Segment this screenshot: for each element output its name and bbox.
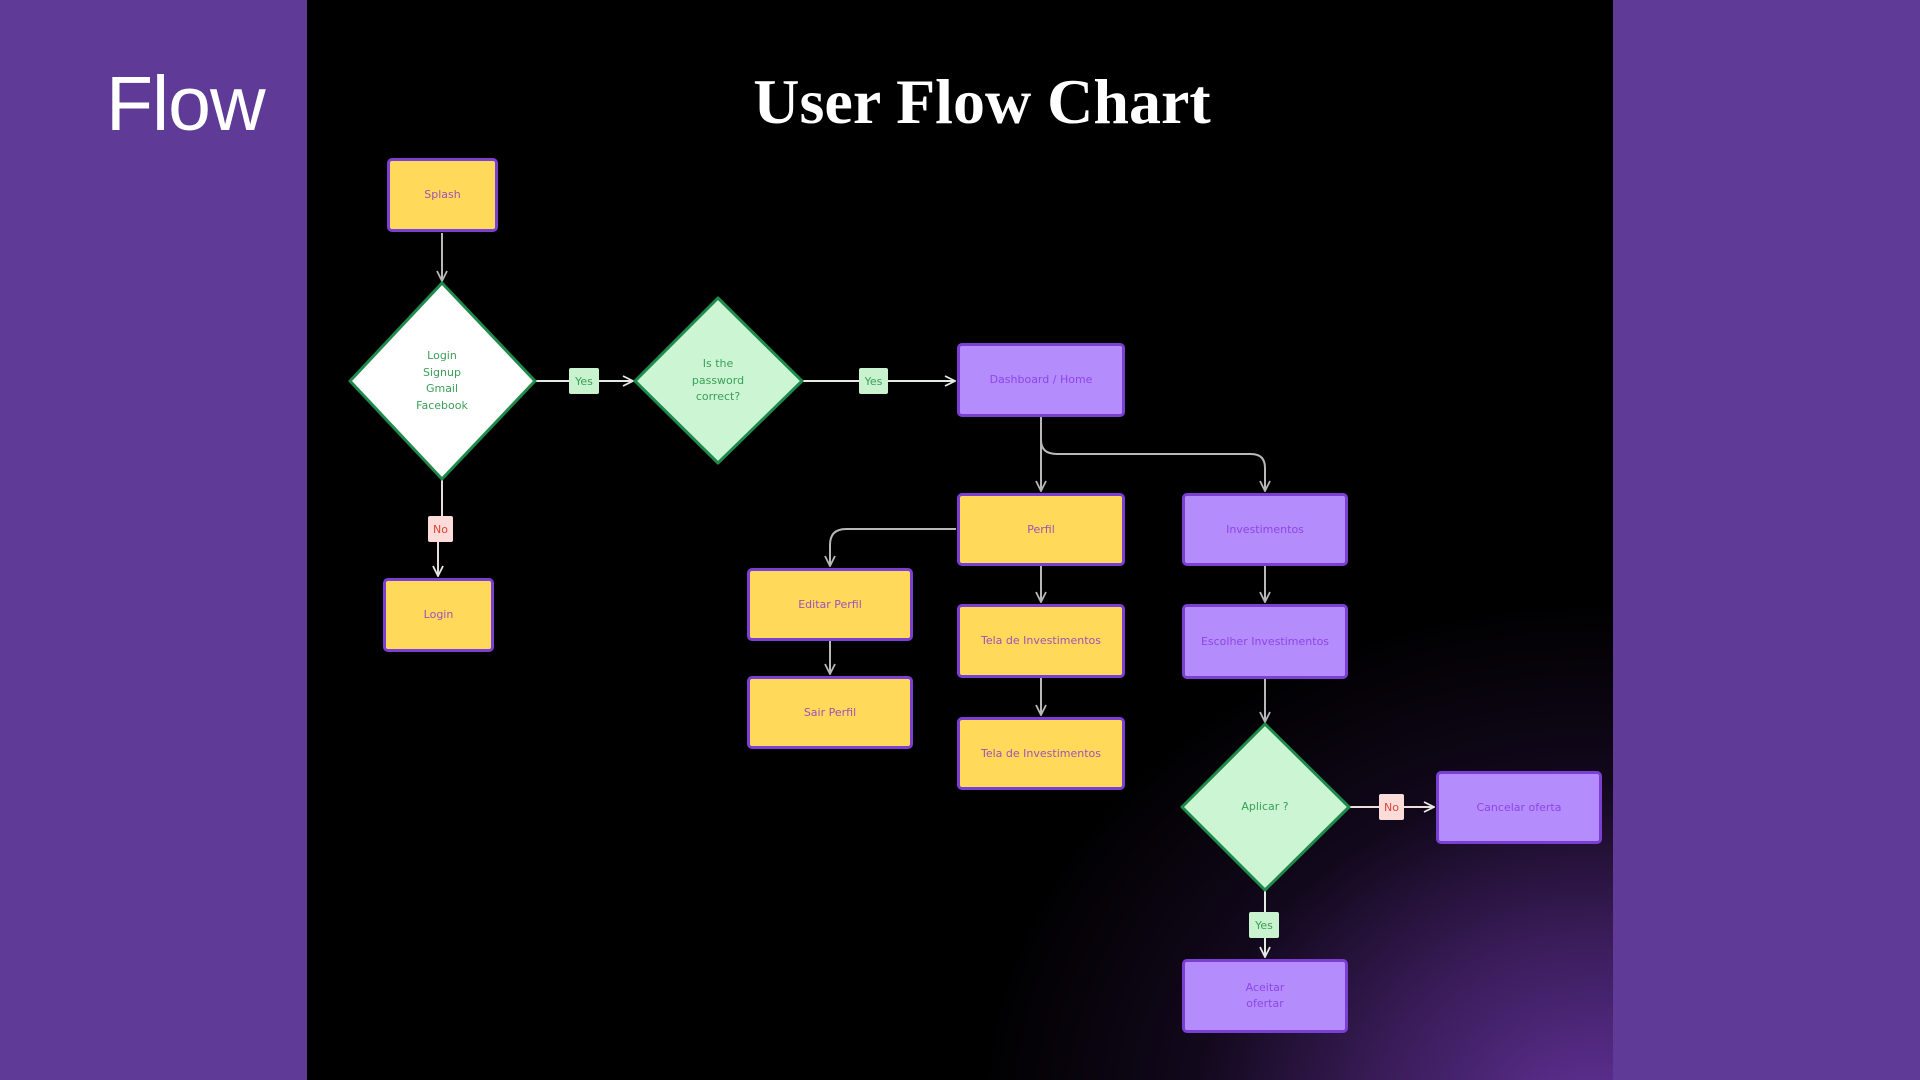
- node-login-label: Login: [423, 608, 454, 622]
- edge-label-yes-password: Yes: [859, 368, 888, 394]
- edge-label-yes-aplicar: Yes: [1249, 912, 1279, 938]
- node-escolher-investimentos-label: Escolher Investimentos: [1200, 634, 1330, 648]
- node-sair-perfil[interactable]: Sair Perfil: [747, 676, 913, 749]
- node-perfil-label: Perfil: [1027, 522, 1055, 536]
- node-editar-perfil-label: Editar Perfil: [798, 597, 862, 611]
- node-tela-investimentos-2[interactable]: Tela de Investimentos: [957, 717, 1125, 790]
- decision-auth-choice-text: Login Signup Gmail Facebook: [416, 349, 468, 412]
- node-cancelar-oferta-label: Cancelar oferta: [1476, 800, 1562, 814]
- node-perfil[interactable]: Perfil: [957, 493, 1125, 566]
- node-cancelar-oferta[interactable]: Cancelar oferta: [1436, 771, 1602, 844]
- decision-password-check-text: Is the password correct?: [691, 357, 745, 404]
- edge-perfil-to-editar: [830, 528, 956, 566]
- decision-auth-choice[interactable]: [348, 281, 537, 481]
- node-splash[interactable]: Splash: [387, 158, 498, 232]
- node-editar-perfil[interactable]: Editar Perfil: [747, 568, 913, 641]
- decision-aplicar[interactable]: [1180, 722, 1351, 892]
- decision-password-check[interactable]: [633, 296, 804, 465]
- node-aceitar-ofertar[interactable]: Aceitar ofertar: [1182, 959, 1348, 1033]
- node-tela-investimentos-1-label: Tela de Investimentos: [981, 634, 1101, 648]
- node-investimentos-label: Investimentos: [1226, 522, 1304, 536]
- node-tela-investimentos-1[interactable]: Tela de Investimentos: [957, 604, 1125, 678]
- node-sair-perfil-label: Sair Perfil: [803, 705, 857, 719]
- node-splash-label: Splash: [424, 188, 461, 202]
- edge-dashboard-to-investimentos: [1040, 439, 1265, 491]
- slide-heading: Flow: [106, 61, 266, 147]
- chart-title: User Flow Chart: [753, 66, 1211, 137]
- edge-label-no-aplicar: No: [1379, 794, 1404, 820]
- node-investimentos[interactable]: Investimentos: [1182, 493, 1348, 566]
- node-aceitar-ofertar-label: Aceitar ofertar: [1245, 981, 1285, 1010]
- node-tela-investimentos-2-label: Tela de Investimentos: [981, 746, 1101, 760]
- node-dashboard-label: Dashboard / Home: [989, 373, 1093, 387]
- edge-label-yes-auth: Yes: [569, 368, 599, 394]
- node-escolher-investimentos[interactable]: Escolher Investimentos: [1182, 604, 1348, 679]
- node-dashboard[interactable]: Dashboard / Home: [957, 343, 1125, 417]
- edge-auth-to-login: [438, 480, 442, 576]
- decision-aplicar-text: Aplicar ?: [1241, 799, 1289, 813]
- node-login[interactable]: Login: [383, 578, 494, 652]
- edge-label-no-auth: No: [428, 516, 453, 542]
